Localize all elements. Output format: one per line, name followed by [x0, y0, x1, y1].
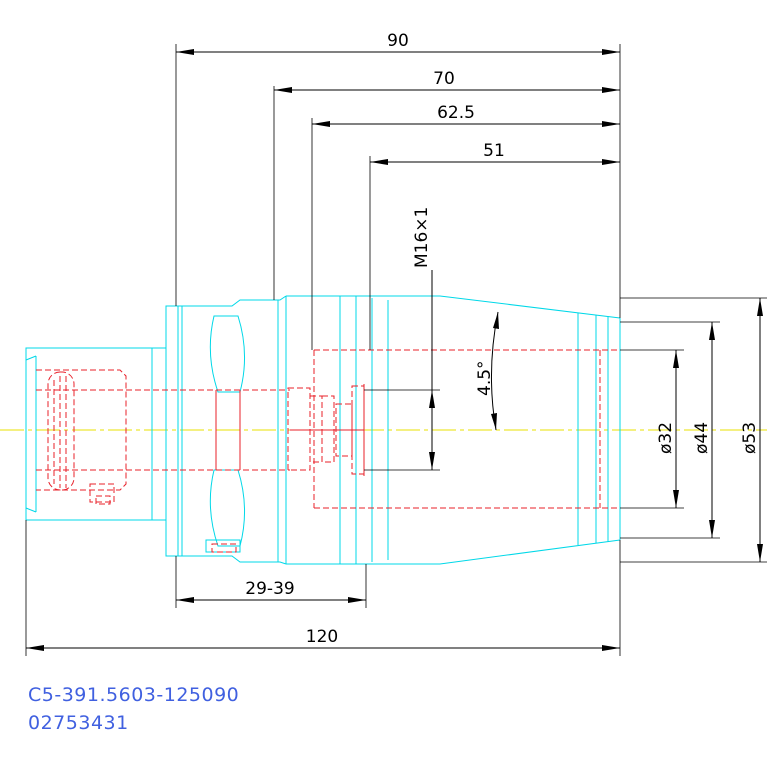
dim-51-label: 51	[483, 141, 505, 161]
dim-29-39-label: 29-39	[245, 579, 294, 599]
drive-slot-top	[209, 315, 246, 393]
drive-slot-bottom	[209, 469, 246, 547]
dia-32-label: ø32	[656, 422, 676, 454]
part-code: C5-391.5603-125090	[28, 684, 240, 706]
cone-bottom-edge	[286, 539, 621, 565]
part-number: 02753431	[28, 712, 129, 734]
angle-label: 4.5°	[475, 360, 495, 396]
dim-62-5-label: 62.5	[437, 103, 475, 123]
internal-bore-hidden-lines	[36, 349, 620, 553]
holder-body-outline	[25, 295, 621, 565]
shank-outline	[25, 347, 167, 521]
dim-120-label: 120	[306, 627, 338, 647]
dimensions: 90 70 62.5 51 M16×1 4.5°	[25, 31, 767, 656]
dim-70-label: 70	[433, 69, 455, 89]
dim-90-label: 90	[387, 31, 409, 51]
thread-label: M16×1	[412, 207, 432, 268]
cone-top-edge	[286, 295, 621, 319]
dia-53-label: ø53	[740, 422, 760, 454]
dia-44-label: ø44	[692, 422, 712, 454]
